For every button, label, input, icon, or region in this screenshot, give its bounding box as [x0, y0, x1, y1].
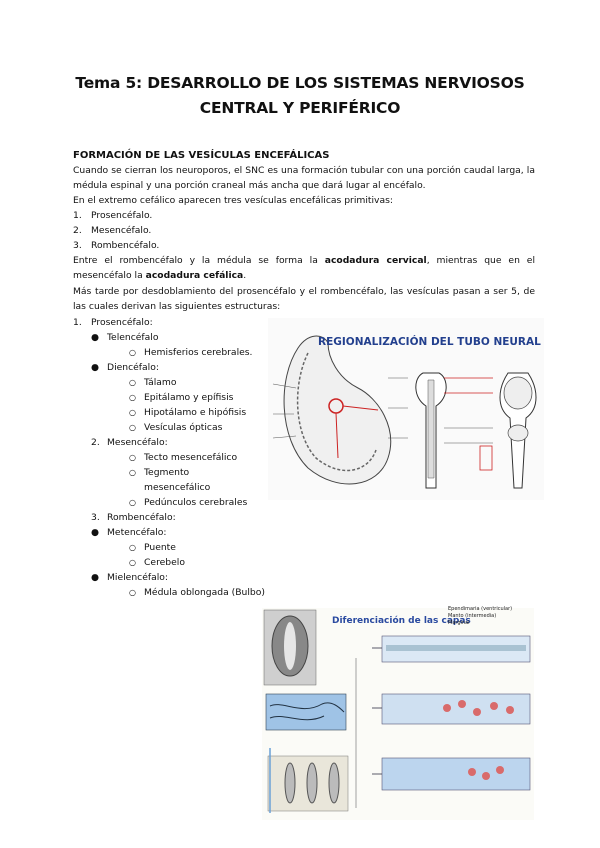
- list-item: ○Hipotálamo e hipófisis: [129, 407, 247, 418]
- list-item: ○Tegmento mesencefálico: [129, 467, 211, 493]
- page-title-line2: CENTRAL Y PERIFÉRICO: [199, 99, 401, 117]
- figure1-title: REGIONALIZACIÓN DEL TUBO NEURAL: [318, 336, 541, 348]
- list-item: ●Metencéfalo:: [91, 527, 167, 538]
- list-item: ●Telencéfalo: [91, 332, 159, 343]
- section-heading: FORMACIÓN DE LAS VESÍCULAS ENCEFÁLICAS: [73, 150, 330, 161]
- list-item: ○Tálamo: [129, 377, 177, 388]
- figure2-legend: Ependimaria (ventricular) Manto (interme…: [448, 606, 513, 626]
- list-item: 3.Rombencéfalo:: [91, 512, 176, 523]
- paragraph-vesicles: En el extremo cefálico aparecen tres ves…: [73, 195, 393, 206]
- page-title-line1: Tema 5: DESARROLLO DE LOS SISTEMAS NERVI…: [75, 74, 525, 92]
- paragraph-five-vesicles: Más tarde por desdoblamiento del prosenc…: [73, 286, 535, 312]
- list-item: 3.Rombencéfalo.: [73, 240, 160, 251]
- paragraph-intro: Cuando se cierran los neuroporos, el SNC…: [73, 165, 535, 191]
- list-item: ○Cerebelo: [129, 557, 185, 568]
- primitive-vesicles-list: 1.Prosencéfalo. 2.Mesencéfalo. 3.Rombenc…: [73, 208, 159, 253]
- layers-illustration: [263, 609, 531, 813]
- list-item: ○Hemisferios cerebrales.: [129, 347, 253, 358]
- list-item: 2.Mesencéfalo:: [91, 437, 168, 448]
- list-item: ○Vesículas ópticas: [129, 422, 223, 433]
- list-item: 1.Prosencéfalo.: [73, 210, 153, 221]
- paragraph-flexures: Entre el rombencéfalo y la médula se for…: [73, 255, 535, 281]
- structures-list: 1.Prosencéfalo: ●Telencéfalo ○Hemisferio…: [73, 315, 273, 600]
- list-item: ○Tecto mesencefálico: [129, 452, 238, 463]
- list-item: ●Mielencéfalo:: [91, 572, 168, 583]
- layers-figure: [262, 608, 534, 820]
- list-item: ○Médula oblongada (Bulbo): [129, 587, 265, 598]
- neural-tube-figure: [268, 318, 544, 500]
- list-item: ●Diencéfalo:: [91, 362, 159, 373]
- neural-tube-illustration: [272, 335, 537, 489]
- list-item: 1.Prosencéfalo:: [73, 317, 153, 328]
- list-item: ○Puente: [129, 542, 176, 553]
- list-item: ○Pedúnculos cerebrales: [129, 497, 248, 508]
- figure2-title: Diferenciación de las capas: [332, 616, 471, 626]
- list-item: ○Epitálamo y epífisis: [129, 392, 234, 403]
- list-item: 2.Mesencéfalo.: [73, 225, 152, 236]
